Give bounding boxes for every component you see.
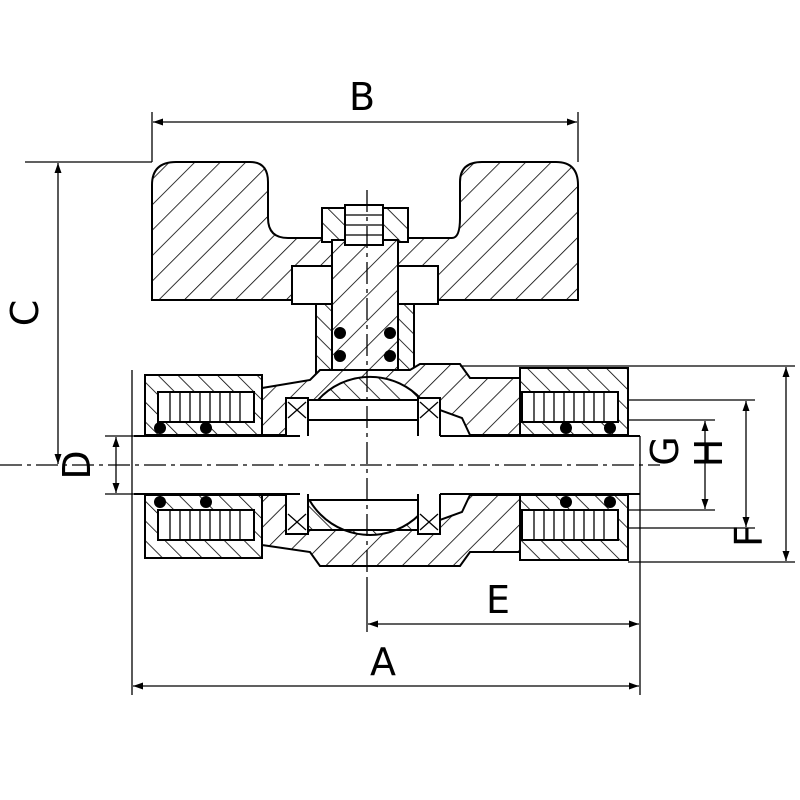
right-compression-fitting bbox=[519, 367, 629, 561]
dimension-lines bbox=[25, 112, 795, 695]
dim-label-f: F bbox=[727, 525, 771, 547]
dim-label-b: B bbox=[349, 75, 375, 119]
dim-label-h: H bbox=[687, 439, 731, 468]
dim-label-c: C bbox=[3, 300, 47, 327]
dim-label-d: D bbox=[55, 450, 99, 479]
dim-label-e: E bbox=[486, 578, 510, 622]
left-compression-fitting bbox=[144, 374, 263, 559]
dim-label-g: G bbox=[643, 436, 687, 465]
stem-o-rings bbox=[334, 327, 396, 362]
centre-lines bbox=[0, 190, 660, 580]
butterfly-handle bbox=[151, 161, 579, 305]
dim-label-a: A bbox=[370, 640, 396, 684]
